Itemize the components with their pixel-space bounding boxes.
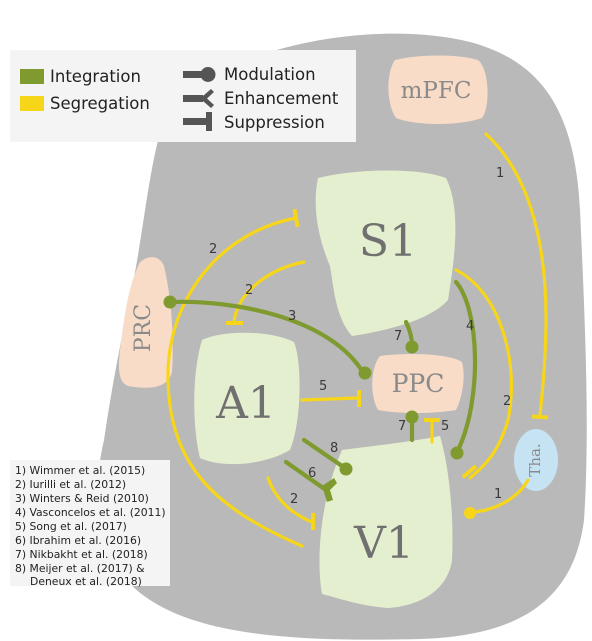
dot-tha-v1 <box>464 507 476 519</box>
dot-s1-v1 <box>450 446 464 460</box>
edge-a1-v1-green <box>301 437 345 469</box>
edge-v1-s1 <box>166 216 304 548</box>
dot-a1-v1 <box>339 462 353 476</box>
num-tha-v1: 1 <box>494 487 502 502</box>
edge-tha-v1 <box>472 478 530 514</box>
num-s1-v1: 4 <box>466 319 474 334</box>
label-ppc: PPC <box>392 369 445 398</box>
region-ppc <box>372 354 464 413</box>
reference-5: 5) Song et al. (2017) <box>15 520 127 533</box>
num-s1-ppc: 7 <box>394 329 402 344</box>
label-s1: S1 <box>359 216 417 267</box>
suppression-icon <box>183 112 212 131</box>
region-a1 <box>194 332 300 465</box>
dot-s1-ppc <box>405 340 419 354</box>
label-tha: Tha. <box>526 443 544 476</box>
reference-3: 3) Winters & Reid (2010) <box>15 492 149 505</box>
edge-a1-v1-yellow <box>266 476 314 524</box>
region-v1 <box>319 436 453 608</box>
fork-v1-a1 <box>322 478 337 502</box>
legend-integration: Integration <box>50 67 141 86</box>
region-prc <box>118 257 173 388</box>
num-a1-ppc: 5 <box>319 379 327 394</box>
bar-v1-s1 <box>292 208 300 228</box>
num-v1-s1: 2 <box>209 242 217 257</box>
region-mpfc <box>388 55 488 124</box>
dot-prc-ppc <box>358 366 372 380</box>
label-mpfc: mPFC <box>401 78 472 104</box>
brain-outline <box>97 33 587 640</box>
legend-suppression: Suppression <box>224 113 325 132</box>
enhancement-icon <box>183 89 214 108</box>
num-a1-v1-8: 8 <box>330 441 338 456</box>
legend-enhancement: Enhancement <box>224 89 339 108</box>
edge-v1-a1-green <box>283 459 329 493</box>
segregation-swatch <box>20 96 44 111</box>
edge-mpfc-tha <box>484 132 548 418</box>
dot-v1-ppc <box>405 410 419 424</box>
num-prc-ppc: 3 <box>288 309 296 324</box>
label-prc: PRC <box>131 304 156 352</box>
legend-modulation: Modulation <box>224 65 316 84</box>
modulation-icon <box>183 67 216 82</box>
num-v1-s1-right: 2 <box>503 394 511 409</box>
reference-6: 6) Ibrahim et al. (2016) <box>15 534 141 547</box>
edge-v1-s1-right <box>454 268 513 480</box>
num-mpfc-tha: 1 <box>496 166 504 181</box>
references-box <box>10 460 170 586</box>
bar-mpfc-tha <box>531 414 549 420</box>
legend-segregation: Segregation <box>50 94 150 113</box>
edge-a1-ppc <box>300 396 360 402</box>
num-s1-a1: 2 <box>245 283 253 298</box>
reference-1: 1) Wimmer et al. (2015) <box>15 464 145 477</box>
region-tha <box>514 429 558 491</box>
label-v1: V1 <box>353 518 414 569</box>
num-v1-a1-6: 6 <box>308 466 316 481</box>
num-v1-ppc-5: 5 <box>441 419 449 434</box>
reference-4: 4) Vasconcelos et al. (2011) <box>15 506 166 519</box>
reference-8: 8) Meijer et al. (2017) & <box>15 562 145 575</box>
bar-v1-s1-right <box>461 464 478 479</box>
bar-v1-ppc-yellow <box>424 418 440 422</box>
bar-a1-ppc <box>357 390 361 407</box>
reference-8-cont: Deneux et al. (2018) <box>30 575 142 588</box>
integration-swatch <box>20 69 44 84</box>
num-v1-ppc-7: 7 <box>398 419 406 434</box>
bar-a1-v1-yellow <box>311 513 315 530</box>
reference-7: 7) Nikbakht et al. (2018) <box>15 548 148 561</box>
bar-s1-a1 <box>226 321 243 325</box>
label-a1: A1 <box>215 378 276 429</box>
region-s1 <box>315 170 456 336</box>
reference-2: 2) Iurilli et al. (2012) <box>15 478 126 491</box>
edge-s1-a1 <box>232 260 306 324</box>
num-a1-v1-2: 2 <box>290 492 298 507</box>
edge-s1-v1-green <box>453 279 478 453</box>
edge-prc-ppc <box>169 299 367 377</box>
